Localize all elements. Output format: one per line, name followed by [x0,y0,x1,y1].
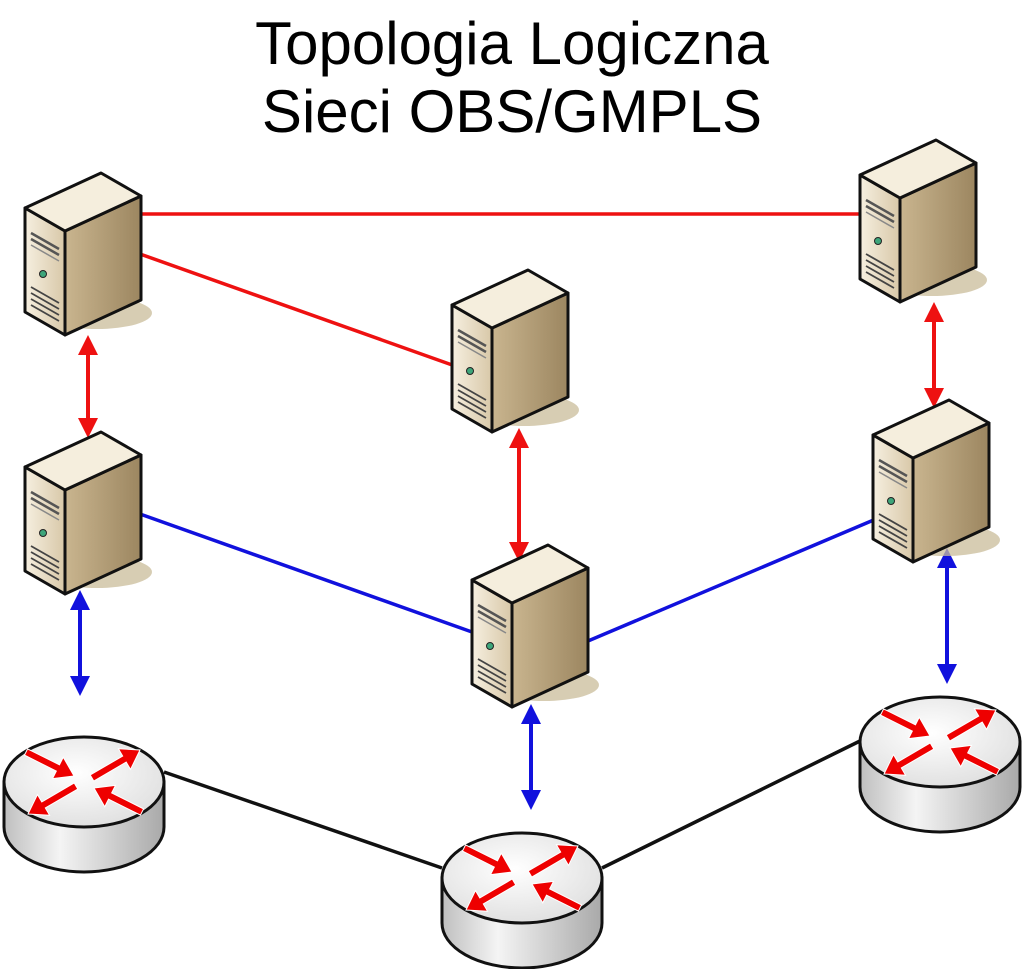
server-vent [457,395,487,413]
router-arrow [945,708,997,742]
router-arrow [531,880,583,912]
server-mid-right [871,398,1000,564]
server-top [470,543,590,605]
server-top [23,171,143,233]
server-vent [457,383,487,401]
server-vent [30,557,60,575]
server-bay [477,603,507,623]
power-led-icon [466,367,474,375]
power-led-icon [874,237,882,245]
server-top-right [858,138,987,304]
server-vent [30,304,60,322]
server-vent [477,658,507,676]
links-layer [139,212,877,870]
server-vent [30,551,60,569]
link-mid-left-mid-center [139,512,473,634]
server-bay [878,458,908,478]
server-top [858,138,978,200]
server-vent [30,286,60,304]
power-led-icon [39,270,47,278]
server-bay [457,341,487,359]
server-bay [477,616,507,634]
server-top [23,430,143,492]
server-vent [865,271,895,289]
server-mid-left [23,430,152,596]
server-bay [457,334,487,354]
server-vent [477,664,507,682]
server-bay [30,231,60,251]
server-vent [878,519,908,537]
server-bay [30,237,60,257]
server-bay [865,204,895,224]
server-bay [477,609,507,629]
server-vent [865,265,895,283]
router-left [2,735,166,874]
server-vent [457,401,487,419]
server-vent [878,525,908,543]
server-vent [30,563,60,581]
nodes-layer [2,138,1022,969]
title-line-1: Topologia Logiczna [255,10,769,77]
server-bay [30,490,60,510]
server-vent [30,545,60,563]
server-vent [477,670,507,688]
router-arrow [89,748,141,782]
link-router-center-router-right [601,738,863,870]
power-led-icon [486,642,494,650]
server-vent [30,298,60,316]
diagram-title: Topologia Logiczna Sieci OBS/GMPLS [0,10,1024,146]
router-arrow [949,744,1001,776]
server-vent [865,259,895,277]
router-arrows-icon [879,708,1001,776]
router-arrow [883,742,935,776]
router-arrow [27,782,79,816]
power-led-icon [887,497,895,505]
server-vent [878,513,908,531]
server-bay [878,464,908,484]
router-arrows-icon [23,748,145,816]
server-mid-center [470,543,599,709]
server-bay [865,198,895,218]
router-right [858,695,1022,834]
server-vent [878,531,908,549]
router-arrow [465,878,517,912]
server-top [450,268,570,330]
server-top [871,398,991,460]
server-vent [865,253,895,271]
router-arrow [879,708,931,740]
router-arrow [527,844,579,878]
server-bay [30,244,60,262]
server-vent [30,292,60,310]
router-arrow [23,748,75,780]
server-bay [30,503,60,521]
server-bay [457,328,487,348]
server-top-left [23,171,152,337]
router-arrows-icon [461,844,583,912]
server-bay [878,471,908,489]
link-top-left-top-center [139,252,456,368]
server-bay [865,211,895,229]
server-vent [457,389,487,407]
server-vent [477,676,507,694]
link-router-left-router-center [163,770,443,870]
server-top-center [450,268,579,434]
server-bay [30,496,60,516]
link-mid-center-mid-right [587,517,877,643]
arrows-layer [70,302,957,810]
router-arrow [461,844,513,876]
power-led-icon [39,529,47,537]
router-center [440,831,604,969]
router-arrow [93,784,145,816]
title-line-2: Sieci OBS/GMPLS [261,78,763,145]
